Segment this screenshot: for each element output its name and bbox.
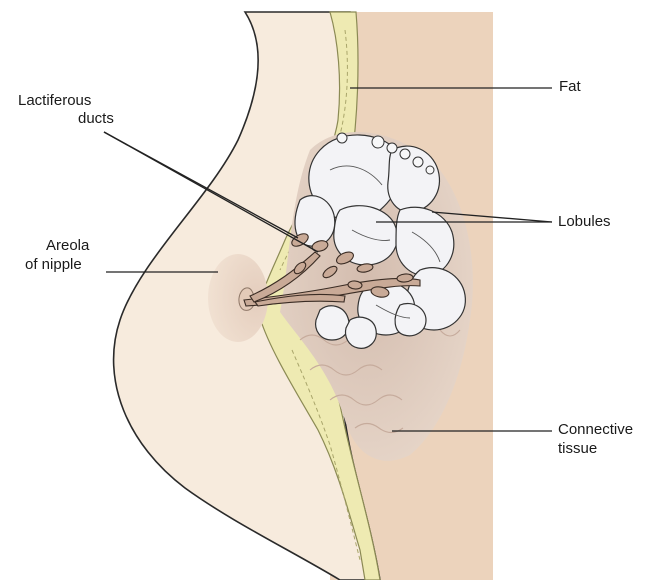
label-lactiferous-line1: Lactiferous: [18, 92, 91, 110]
label-lactiferous-line2: ducts: [78, 110, 114, 128]
label-lobules: Lobules: [558, 213, 611, 231]
label-connective-line2: tissue: [558, 440, 597, 458]
label-fat: Fat: [559, 78, 581, 96]
label-areola-line1: Areola: [46, 237, 89, 255]
label-areola-line2: of nipple: [25, 256, 82, 274]
label-connective-line1: Connective: [558, 421, 633, 439]
